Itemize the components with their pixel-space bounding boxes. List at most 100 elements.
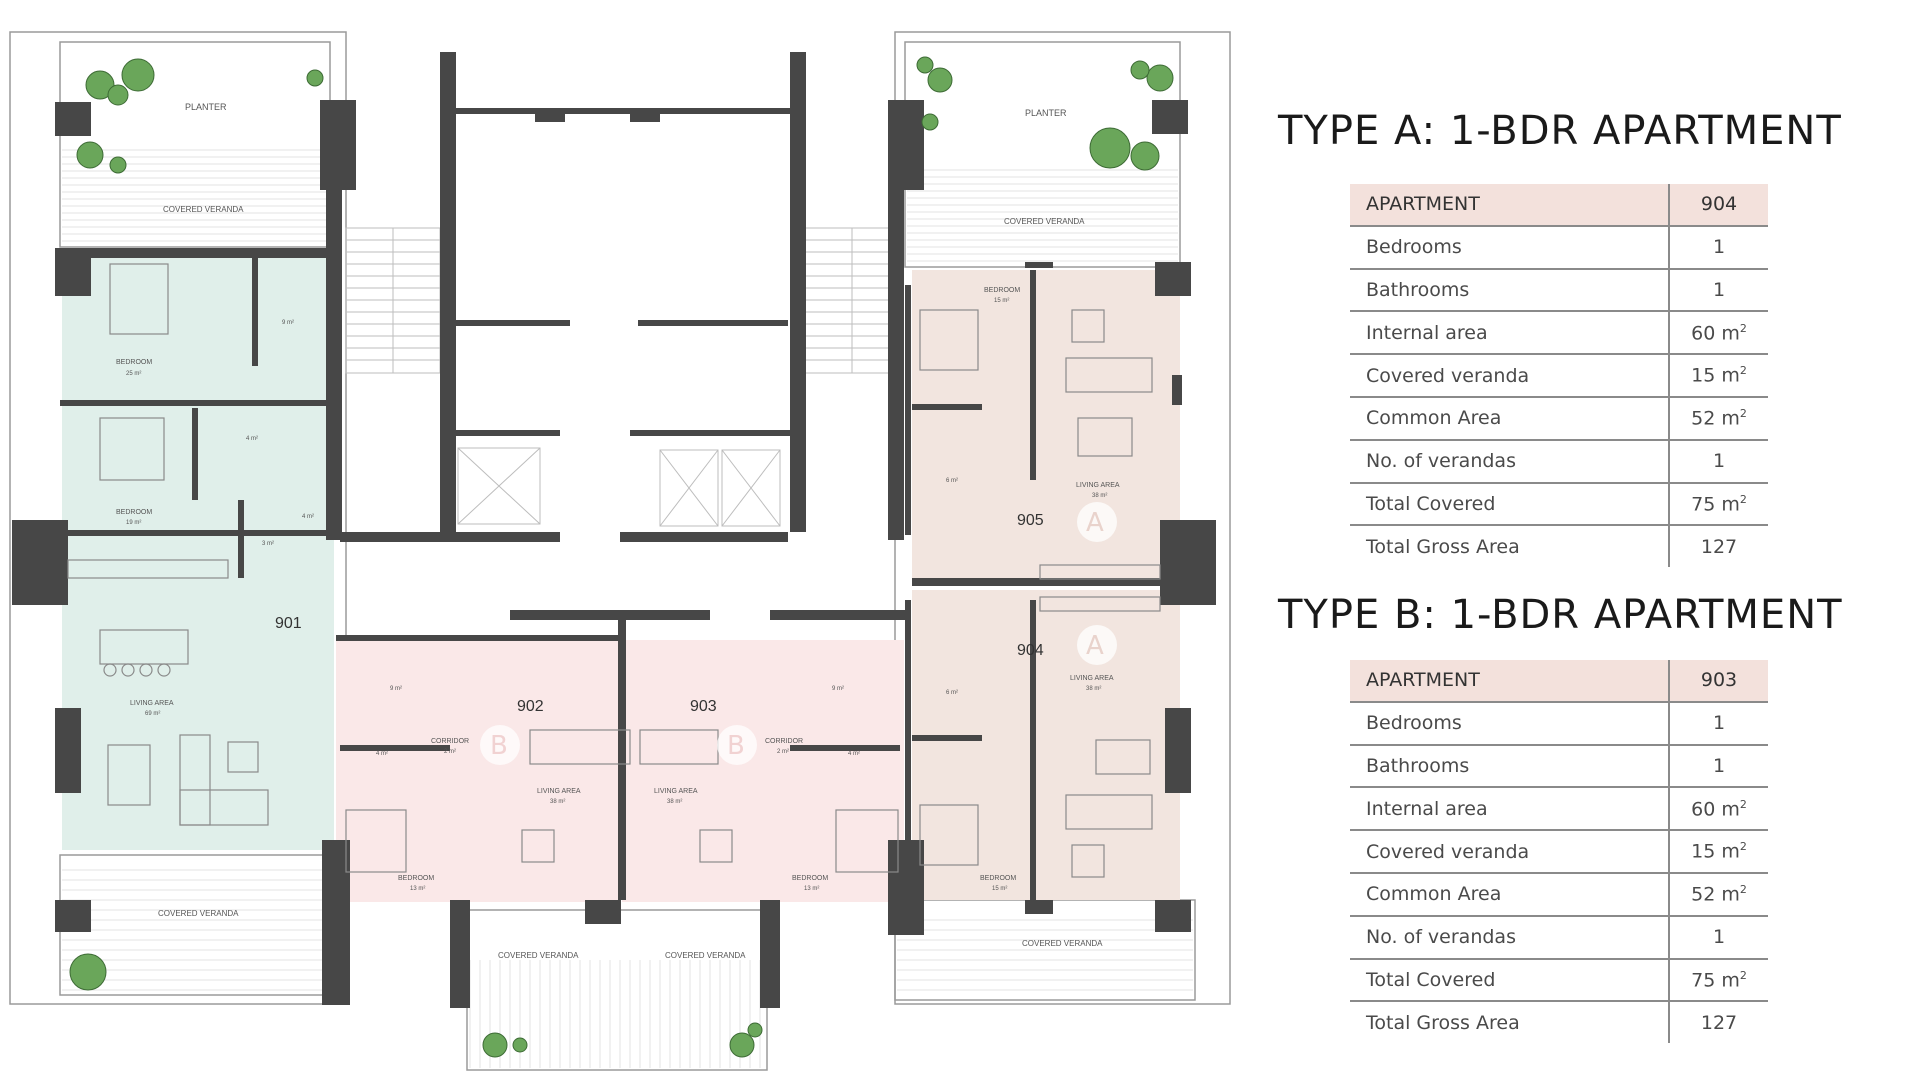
label-living-903: LIVING AREA	[654, 788, 698, 795]
label-veranda-1: COVERED VERANDA	[163, 205, 244, 214]
unit-number-903: 903	[690, 698, 717, 715]
label-living-904: LIVING AREA	[1070, 675, 1114, 682]
type-a-table: APARTMENT 904 Bedrooms 1 Bathrooms 1 Int…	[1350, 184, 1768, 568]
row-label: Internal area	[1350, 787, 1669, 832]
header-label: APARTMENT	[1350, 660, 1669, 703]
unit-905-fill	[912, 270, 1180, 582]
row-label: Covered veranda	[1350, 830, 1669, 874]
unit-number-904: 904	[1017, 642, 1044, 659]
table-row: No. of verandas 1	[1350, 915, 1768, 960]
area-3: 3 m²	[262, 541, 274, 547]
label-bedroom-904: BEDROOM	[980, 875, 1016, 882]
row-value: 1	[1668, 439, 1768, 484]
label-living-905: LIVING AREA	[1076, 482, 1120, 489]
plan-labels: PLANTER PLANTER COVERED VERANDA COVERED …	[116, 102, 1120, 960]
row-value: 1	[1668, 701, 1768, 746]
area-6-a: 6 m²	[946, 478, 958, 484]
area-6-b: 6 m²	[946, 690, 958, 696]
unit-901-fill	[62, 258, 334, 850]
area-9-c: 9 m²	[832, 686, 844, 692]
row-label: Total Covered	[1350, 958, 1669, 1003]
table-row: APARTMENT 904	[1350, 184, 1768, 227]
row-value: 15 m2	[1668, 354, 1768, 398]
row-value: 75 m2	[1668, 482, 1768, 527]
type-b-panel: TYPE B: 1-BDR APARTMENT APARTMENT 903 Be…	[1278, 592, 1842, 1044]
header-value: 903	[1668, 660, 1768, 703]
area-15-a: 15 m²	[994, 298, 1009, 304]
area-4-d: 4 m²	[848, 751, 860, 757]
label-veranda-6: COVERED VERANDA	[665, 951, 746, 960]
table-row: Internal area 60 m2	[1350, 787, 1768, 832]
row-value: 1	[1668, 915, 1768, 960]
row-value: 75 m2	[1668, 958, 1768, 1003]
table-row: Bathrooms 1	[1350, 744, 1768, 789]
floor-plan: PLANTER PLANTER COVERED VERANDA COVERED …	[9, 31, 1231, 1071]
label-bedroom-903: BEDROOM	[792, 875, 828, 882]
row-label: Common Area	[1350, 872, 1669, 917]
area-38-a: 38 m²	[1092, 493, 1107, 499]
area-13-b: 13 m²	[804, 886, 819, 892]
table-row: Common Area 52 m2	[1350, 872, 1768, 917]
row-label: No. of verandas	[1350, 439, 1669, 484]
label-bedroom-2: BEDROOM	[116, 509, 152, 516]
type-a-panel: TYPE A: 1-BDR APARTMENT APARTMENT 904 Be…	[1278, 108, 1842, 568]
row-value: 52 m2	[1668, 872, 1768, 917]
table-row: Internal area 60 m2	[1350, 311, 1768, 356]
area-9-b: 9 m²	[390, 686, 402, 692]
row-label: Bedrooms	[1350, 701, 1669, 746]
core-stairs	[345, 227, 900, 527]
label-corridor-902: CORRIDOR	[431, 738, 469, 745]
type-b-table: APARTMENT 903 Bedrooms 1 Bathrooms 1 Int…	[1350, 660, 1768, 1044]
area-25: 25 m²	[126, 371, 141, 377]
label-living-901: LIVING AREA	[130, 700, 174, 707]
area-4-c: 4 m²	[376, 751, 388, 757]
row-value: 127	[1668, 1001, 1768, 1044]
label-bedroom-1: BEDROOM	[116, 359, 152, 366]
type-b-mark-903: B	[727, 731, 745, 761]
type-a-mark-904: A	[1086, 631, 1104, 661]
row-value: 60 m2	[1668, 787, 1768, 832]
area-2-a: 2 m²	[444, 749, 456, 755]
row-value: 60 m2	[1668, 311, 1768, 356]
row-label: Covered veranda	[1350, 354, 1669, 398]
table-row: Total Covered 75 m2	[1350, 482, 1768, 527]
unit-number-905: 905	[1017, 512, 1044, 529]
unit-number-901: 901	[275, 615, 302, 632]
row-label: Common Area	[1350, 396, 1669, 441]
row-value: 52 m2	[1668, 396, 1768, 441]
area-38-c: 38 m²	[550, 799, 565, 805]
unit-903-fill	[622, 640, 904, 902]
walls	[12, 52, 1216, 1008]
area-9-a: 9 m²	[282, 320, 294, 326]
area-69: 69 m²	[145, 711, 160, 717]
table-row: Common Area 52 m2	[1350, 396, 1768, 441]
veranda-hatching	[62, 149, 1193, 1068]
furniture	[67, 263, 1161, 878]
label-veranda-5: COVERED VERANDA	[498, 951, 579, 960]
table-row: Covered veranda 15 m2	[1350, 830, 1768, 874]
table-row: Total Gross Area 127	[1350, 525, 1768, 568]
label-bedroom-902: BEDROOM	[398, 875, 434, 882]
label-planter-left: PLANTER	[185, 102, 227, 112]
row-value: 1	[1668, 268, 1768, 313]
label-veranda-2: COVERED VERANDA	[1004, 217, 1085, 226]
type-markers: A A B B	[480, 502, 1117, 765]
table-row: APARTMENT 903	[1350, 660, 1768, 703]
label-corridor-903: CORRIDOR	[765, 738, 803, 745]
area-38-b: 38 m²	[1086, 686, 1101, 692]
table-row: Bathrooms 1	[1350, 268, 1768, 313]
label-veranda-4: COVERED VERANDA	[1022, 939, 1103, 948]
area-38-d: 38 m²	[667, 799, 682, 805]
area-4-a: 4 m²	[246, 436, 258, 442]
unit-number-902: 902	[517, 698, 544, 715]
row-label: Bathrooms	[1350, 268, 1669, 313]
row-label: Bathrooms	[1350, 744, 1669, 789]
table-row: Covered veranda 15 m2	[1350, 354, 1768, 398]
row-label: Total Covered	[1350, 482, 1669, 527]
label-planter-right: PLANTER	[1025, 108, 1067, 118]
area-15-b: 15 m²	[992, 886, 1007, 892]
type-a-title: TYPE A: 1-BDR APARTMENT	[1278, 108, 1842, 154]
area-13-a: 13 m²	[410, 886, 425, 892]
row-value: 15 m2	[1668, 830, 1768, 874]
row-label: No. of verandas	[1350, 915, 1669, 960]
